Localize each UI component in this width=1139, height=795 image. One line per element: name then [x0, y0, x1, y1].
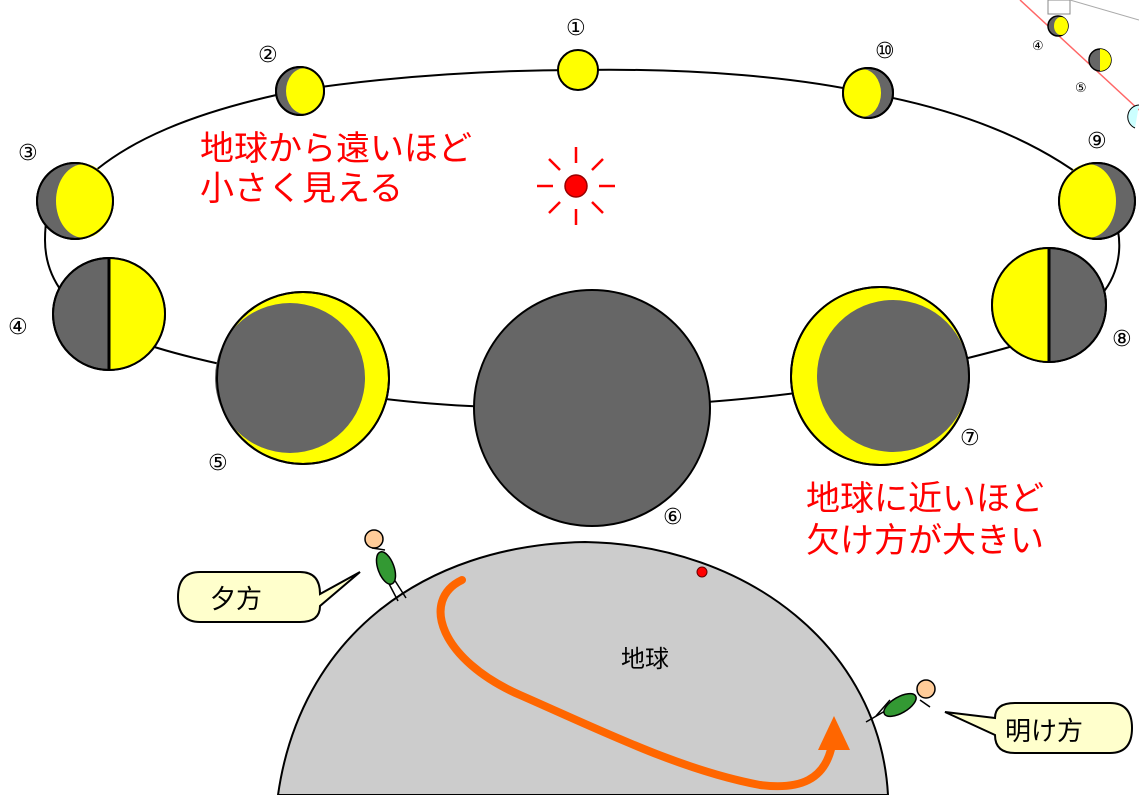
moon-label-2: ②: [258, 43, 278, 68]
moon-5: [215, 291, 390, 465]
moon-label-10: ⑩: [875, 39, 895, 64]
note-far-line2: 小さく見える: [200, 169, 403, 209]
evening-label: 夕方: [210, 585, 262, 615]
earth: [276, 540, 890, 795]
inset-label-4: ④: [1032, 39, 1044, 54]
note-far-line1: 地球から遠いほど: [200, 129, 472, 169]
note-near-line1: 地球に近いほど: [806, 479, 1044, 519]
moon-label-4: ④: [8, 315, 28, 340]
moon-10: [842, 67, 894, 119]
moon-6-new: [473, 289, 711, 527]
moon-label-9: ⑨: [1087, 129, 1107, 154]
moon-label-3: ③: [18, 141, 38, 166]
note-near-line2: 欠け方が大きい: [806, 521, 1044, 561]
moon-1-full: [557, 49, 599, 91]
dawn-label: 明け方: [1005, 717, 1083, 747]
moon-label-7: ⑦: [960, 426, 980, 451]
moon-7: [790, 286, 970, 466]
sun-icon: [537, 147, 615, 225]
evening-observer-person-icon: [364, 529, 407, 602]
moon-label-1: ①: [566, 16, 586, 41]
moon-3: [36, 162, 114, 240]
inset-label-5: ⑤: [1075, 81, 1087, 96]
evening-speech-bubble: 夕方: [176, 571, 361, 623]
moon-8: [991, 247, 1107, 363]
moon-4: [52, 257, 166, 371]
moon-label-5: ⑤: [208, 451, 228, 476]
moon-label-8: ⑧: [1112, 327, 1132, 352]
earth-label: 地球: [621, 645, 669, 673]
moon-label-6: ⑥: [663, 505, 683, 530]
dawn-observer-person-icon: [865, 679, 936, 723]
earth-location-marker: [696, 566, 708, 578]
moon-2: [275, 66, 325, 116]
dawn-speech-bubble: 明け方: [944, 702, 1134, 754]
inset-diagram: ④ ⑤: [1019, 0, 1139, 129]
moon-9: [1058, 162, 1136, 240]
curved-arrow-icon: [436, 576, 850, 791]
